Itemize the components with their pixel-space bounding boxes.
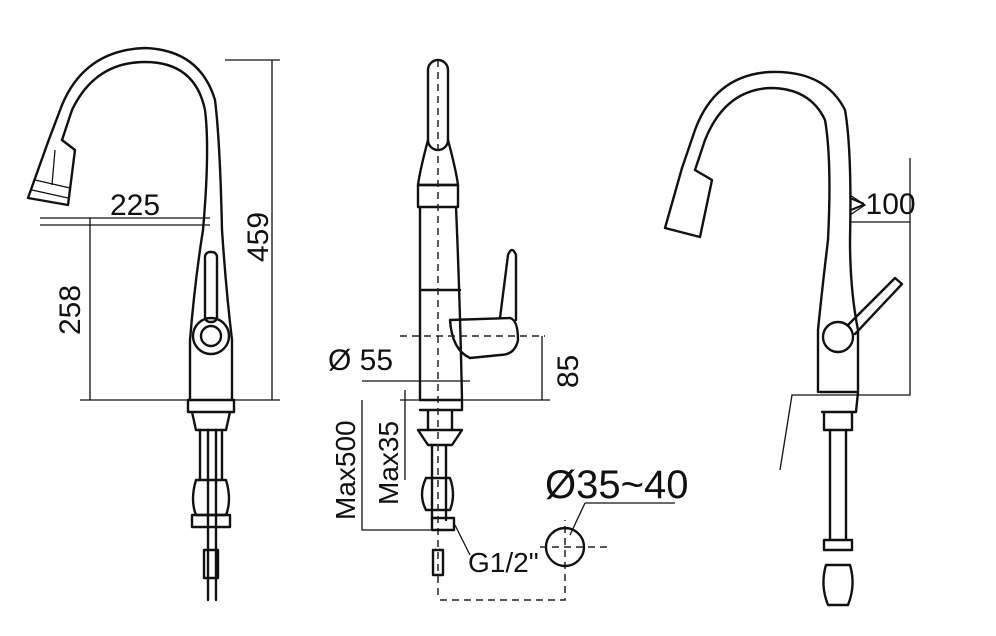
dim-thread: G1/2" — [468, 547, 539, 578]
left-view-faucet — [26, 46, 236, 602]
dim-wall-clearance: >100 — [848, 188, 916, 221]
dim-base-diameter: Ø 55 — [328, 344, 393, 377]
middle-view-faucet — [400, 58, 610, 601]
dim-spout-height: 258 — [54, 285, 87, 335]
left-view-dimensions: 225 459 258 — [40, 59, 280, 401]
right-view-faucet: >100 — [663, 70, 916, 607]
dim-handle-height: 85 — [552, 355, 585, 388]
dim-total-height: 459 — [242, 212, 275, 262]
dim-reach: 225 — [110, 189, 160, 222]
middle-view-dimensions: Ø 55 85 Max500 Max35 Ø35~40 G1/2" — [328, 336, 688, 578]
dim-hole-diameter: Ø35~40 — [545, 463, 688, 507]
dim-max-hose: Max500 — [330, 420, 361, 520]
dim-max-deck: Max35 — [373, 421, 404, 505]
